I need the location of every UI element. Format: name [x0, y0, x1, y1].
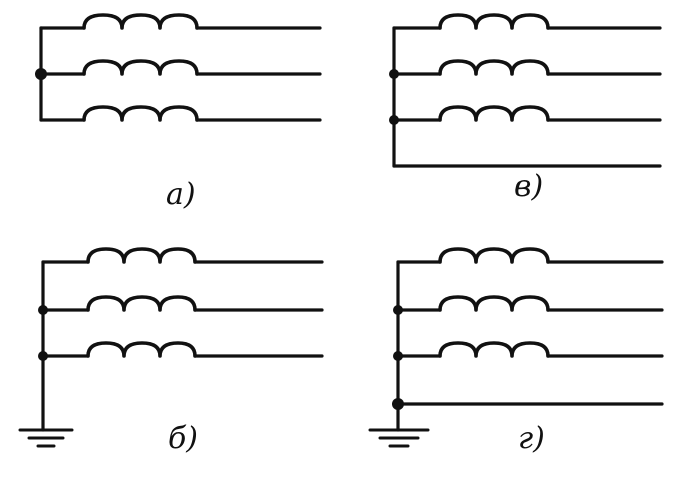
panel-v-phase-2-coil: [438, 59, 550, 76]
panel-a-label: а): [166, 177, 196, 212]
panel-v-star-with-neutral: [389, 13, 662, 168]
panel-b-label: б): [168, 421, 199, 456]
panel-b-node-phase-3: [38, 351, 48, 361]
panel-g-label: г): [518, 421, 545, 456]
panel-g-ground-icon: [368, 428, 430, 448]
panel-v-label: в): [514, 169, 544, 204]
panel-a-star-point: [35, 68, 47, 80]
panel-b-phase-2-coil: [86, 295, 197, 312]
panel-v-phase-1-coil: [438, 13, 550, 30]
panel-g-phase-3-coil: [438, 341, 550, 358]
panel-g-node-phase-2: [393, 305, 403, 315]
panel-g-phase-1-coil: [438, 247, 550, 264]
panel-g-phase-2-coil: [438, 295, 550, 312]
panel-b-phase-1-coil: [86, 247, 197, 264]
panel-b-ground-icon: [18, 428, 74, 448]
panel-g-node-neutral: [392, 398, 404, 410]
panel-g-grounded-star-with-neutral: [368, 247, 664, 448]
panel-b-phase-3-coil: [86, 341, 197, 358]
panel-a-star-connection: [35, 13, 322, 122]
panel-v-node-phase-2: [389, 69, 399, 79]
panel-b-grounded-star: [18, 247, 324, 448]
panel-g-node-phase-3: [393, 351, 403, 361]
panel-v-phase-3-coil: [438, 105, 550, 122]
panel-b-node-phase-2: [38, 305, 48, 315]
panel-v-node-phase-3: [389, 115, 399, 125]
panel-a-phase-2-coil: [82, 59, 199, 76]
panel-a-phase-1-coil: [82, 13, 199, 30]
panel-a-phase-3-coil: [82, 105, 199, 122]
